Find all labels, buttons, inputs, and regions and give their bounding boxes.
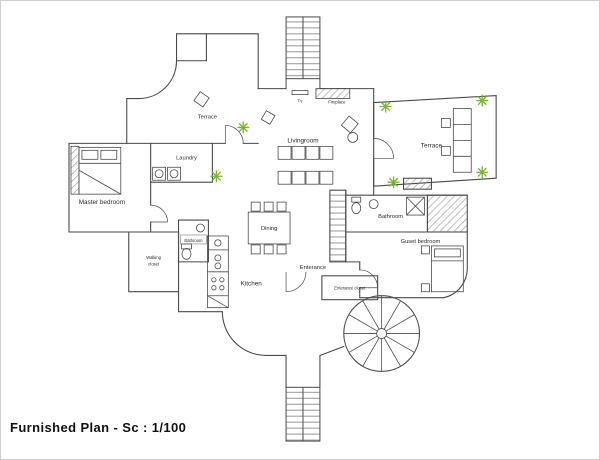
terrace-right-door xyxy=(373,138,394,159)
laundry-walls xyxy=(150,142,213,183)
furniture xyxy=(70,88,472,309)
label-master-bedroom: Master bedroom xyxy=(79,199,125,206)
kitchen-counter xyxy=(207,235,229,309)
terrace-table xyxy=(440,108,472,173)
label-walking-closet-2: closet xyxy=(148,261,160,266)
master-right-wall xyxy=(128,142,152,233)
curved-wall-top-left xyxy=(126,60,178,144)
side-table xyxy=(347,132,359,143)
label-entrance-closet: Enterance closet xyxy=(334,286,366,291)
label-entrance: Enterance xyxy=(300,265,326,271)
room-labels: Terrace Laundry Livingroom Tv Fireplace … xyxy=(79,99,443,291)
plant-icon xyxy=(475,165,489,179)
spiral-staircase xyxy=(343,295,421,372)
bathroom-right-fixtures xyxy=(351,196,425,216)
terrace-left-door xyxy=(224,125,244,144)
terrace-step xyxy=(403,177,432,190)
wardrobe-right xyxy=(426,194,468,233)
guest-bedroom-walls xyxy=(359,261,444,299)
plant-icon xyxy=(386,175,401,189)
shelf-strip xyxy=(329,189,347,263)
master-wardrobe xyxy=(70,145,80,195)
master-left-bottom-wall xyxy=(68,142,130,233)
label-livingroom: Livingroom xyxy=(287,137,318,144)
top-edge xyxy=(205,33,259,90)
guest-outer-wall xyxy=(442,231,468,299)
fireplace xyxy=(315,88,351,99)
living-chair xyxy=(260,110,276,125)
label-guest-bedroom: Guset bedroom xyxy=(401,239,441,245)
bottom-boundary xyxy=(177,291,287,388)
entrance-door xyxy=(285,271,307,293)
dining-table xyxy=(247,201,291,255)
plant-icon xyxy=(236,120,250,135)
label-fireplace: Fireplace xyxy=(328,100,346,105)
plan-title: Furnished Plan - Sc : 1/100 xyxy=(10,420,187,435)
bathroom-left-fixtures xyxy=(180,223,207,260)
washing-machines xyxy=(152,166,181,181)
sofa xyxy=(277,145,334,185)
terrace-chair-left xyxy=(193,91,210,108)
label-terrace-right: Terrace xyxy=(421,142,443,149)
master-door xyxy=(150,204,168,223)
armchair xyxy=(340,115,359,134)
guest-door xyxy=(359,269,379,289)
label-laundry: Laundry xyxy=(176,155,197,161)
label-tv: Tv xyxy=(298,99,304,104)
tv xyxy=(291,90,309,95)
guest-bed xyxy=(421,245,464,293)
master-bed xyxy=(78,146,122,195)
balcony-structure xyxy=(175,33,207,62)
label-walking-closet-1: Walking xyxy=(146,255,161,260)
walls xyxy=(68,33,497,388)
label-bathroom-right: Bathroom xyxy=(378,214,403,220)
staircase-bottom xyxy=(285,386,321,442)
label-kitchen: Kitchen xyxy=(241,281,263,288)
bathroom-right-walls xyxy=(345,189,468,263)
plant-icon xyxy=(209,169,223,183)
doors xyxy=(150,125,394,293)
bathroom-left-walls xyxy=(177,219,209,263)
label-dining: Dining xyxy=(261,226,277,232)
staircase-top xyxy=(285,16,321,89)
corridor-right-wall xyxy=(319,345,345,388)
label-bathroom-left: Bathroom xyxy=(184,238,203,243)
plant-icon xyxy=(475,93,489,108)
label-terrace-left: Terrace xyxy=(198,114,217,120)
